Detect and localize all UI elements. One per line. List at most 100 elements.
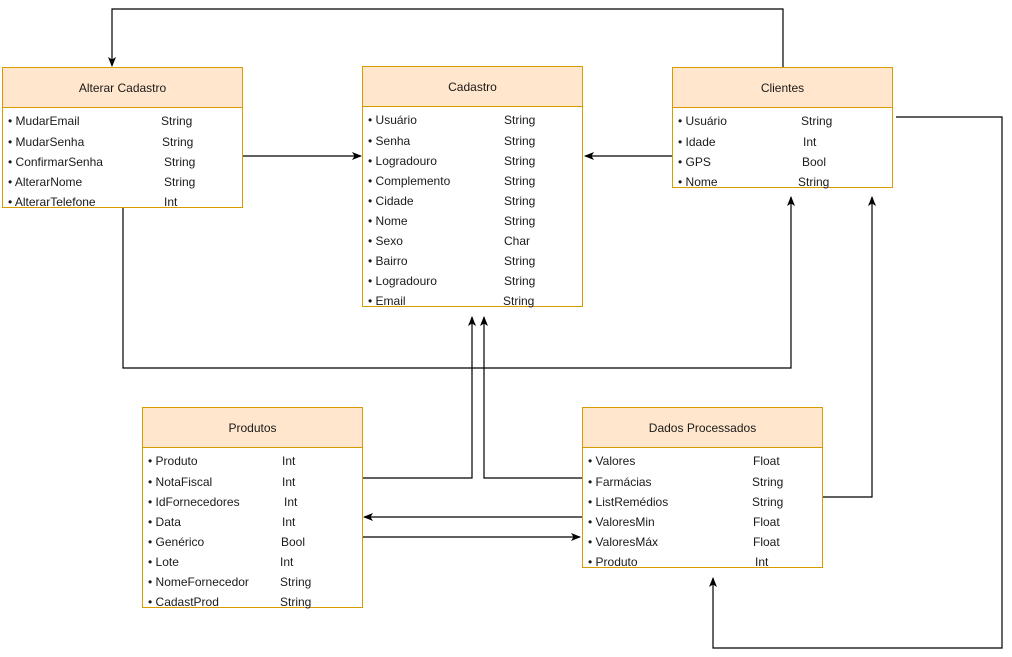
field-row: • AlterarNome String <box>3 172 242 192</box>
field-row: • Produto Int <box>143 451 362 471</box>
field-row: • Farmácias String <box>583 472 822 492</box>
field-type: Int <box>280 555 294 569</box>
field-name: • AlterarTelefone <box>8 195 96 209</box>
field-type: Bool <box>281 535 306 549</box>
field-row: • ListRemédios String <box>583 492 822 512</box>
field-name: • Farmácias <box>588 475 652 489</box>
field-type: String <box>504 274 536 288</box>
field-name: • MudarSenha <box>8 135 85 149</box>
field-type: Int <box>282 515 296 529</box>
field-type: String <box>801 114 833 128</box>
field-name: • ListRemédios <box>588 495 669 509</box>
field-row: • IdFornecedores Int <box>143 492 362 512</box>
field-type: Float <box>753 515 780 529</box>
field-name: • Senha <box>368 134 411 148</box>
connector-dados-processados-to-clientes <box>822 196 876 498</box>
field-row: • Senha String <box>363 131 582 151</box>
field-row: • MudarEmail String <box>3 111 242 131</box>
field-row: • ValoresMáx Float <box>583 532 822 552</box>
field-name: • MudarEmail <box>8 114 80 128</box>
field-name: • Logradouro <box>368 274 437 288</box>
field-type: Int <box>282 454 296 468</box>
field-type: String <box>752 475 784 489</box>
field-type: Float <box>753 535 780 549</box>
field-name: • Lote <box>148 555 179 569</box>
field-row: • ConfirmarSenha String <box>3 152 242 172</box>
field-row: • Usuário String <box>363 110 582 130</box>
field-row: • NomeFornecedor String <box>143 572 362 592</box>
field-type: Int <box>755 555 769 569</box>
field-name: • NomeFornecedor <box>148 575 249 589</box>
field-row: • AlterarTelefone Int <box>3 192 242 212</box>
field-row: • Lote Int <box>143 552 362 572</box>
connector-dados-processados-to-cadastro <box>480 316 582 479</box>
field-name: • Genérico <box>148 535 205 549</box>
field-type: Float <box>753 454 780 468</box>
field-name: • IdFornecedores <box>148 495 240 509</box>
field-type: String <box>504 134 536 148</box>
field-row: • CadastProd String <box>143 592 362 612</box>
connector-alterar-cadastro-to-clientes <box>122 196 795 369</box>
field-name: • AlterarNome <box>8 175 83 189</box>
entity-title: Clientes <box>673 68 892 108</box>
field-name: • ConfirmarSenha <box>8 155 103 169</box>
field-name: • Usuário <box>678 114 727 128</box>
field-type: String <box>164 175 196 189</box>
field-type: String <box>280 595 312 609</box>
field-type: String <box>164 155 196 169</box>
field-name: • NotaFiscal <box>148 475 213 489</box>
field-type: Int <box>803 135 817 149</box>
field-row: • Valores Float <box>583 451 822 471</box>
field-row: • Genérico Bool <box>143 532 362 552</box>
field-type: String <box>504 254 536 268</box>
entity-title: Dados Processados <box>583 408 822 448</box>
field-row: • Data Int <box>143 512 362 532</box>
field-name: • Bairro <box>368 254 408 268</box>
field-name: • Cidade <box>368 194 414 208</box>
connector-clientes-to-alterar-cadastro <box>108 8 784 67</box>
connector-produtos-to-cadastro <box>362 316 476 479</box>
field-name: • Nome <box>368 214 408 228</box>
field-name: • Produto <box>588 555 638 569</box>
field-name: • Idade <box>678 135 716 149</box>
field-type: String <box>798 175 830 189</box>
field-type: String <box>504 214 536 228</box>
field-name: • ValoresMáx <box>588 535 659 549</box>
field-type: String <box>280 575 312 589</box>
field-name: • Usuário <box>368 113 417 127</box>
field-type: String <box>504 194 536 208</box>
field-type: String <box>504 174 536 188</box>
field-name: • Valores <box>588 454 636 468</box>
field-type: Char <box>504 234 531 248</box>
field-name: • Data <box>148 515 181 529</box>
field-name: • Sexo <box>368 234 403 248</box>
field-name: • CadastProd <box>148 595 219 609</box>
entity-title: Cadastro <box>363 67 582 107</box>
field-row: • Logradouro String <box>363 271 582 291</box>
field-row: • Nome String <box>363 211 582 231</box>
field-row: • NotaFiscal Int <box>143 472 362 492</box>
field-row: • Usuário String <box>673 111 892 131</box>
field-type: Int <box>164 195 178 209</box>
field-name: • Nome <box>678 175 718 189</box>
field-row: • Idade Int <box>673 132 892 152</box>
field-type: String <box>752 495 784 509</box>
entity-title: Alterar Cadastro <box>3 68 242 108</box>
field-row: • ValoresMin Float <box>583 512 822 532</box>
field-type: Int <box>284 495 298 509</box>
field-type: String <box>503 294 535 308</box>
field-name: • ValoresMin <box>588 515 655 529</box>
field-type: String <box>504 113 536 127</box>
field-type: Int <box>282 475 296 489</box>
field-type: String <box>161 114 193 128</box>
field-type: Bool <box>802 155 827 169</box>
field-name: • Produto <box>148 454 198 468</box>
